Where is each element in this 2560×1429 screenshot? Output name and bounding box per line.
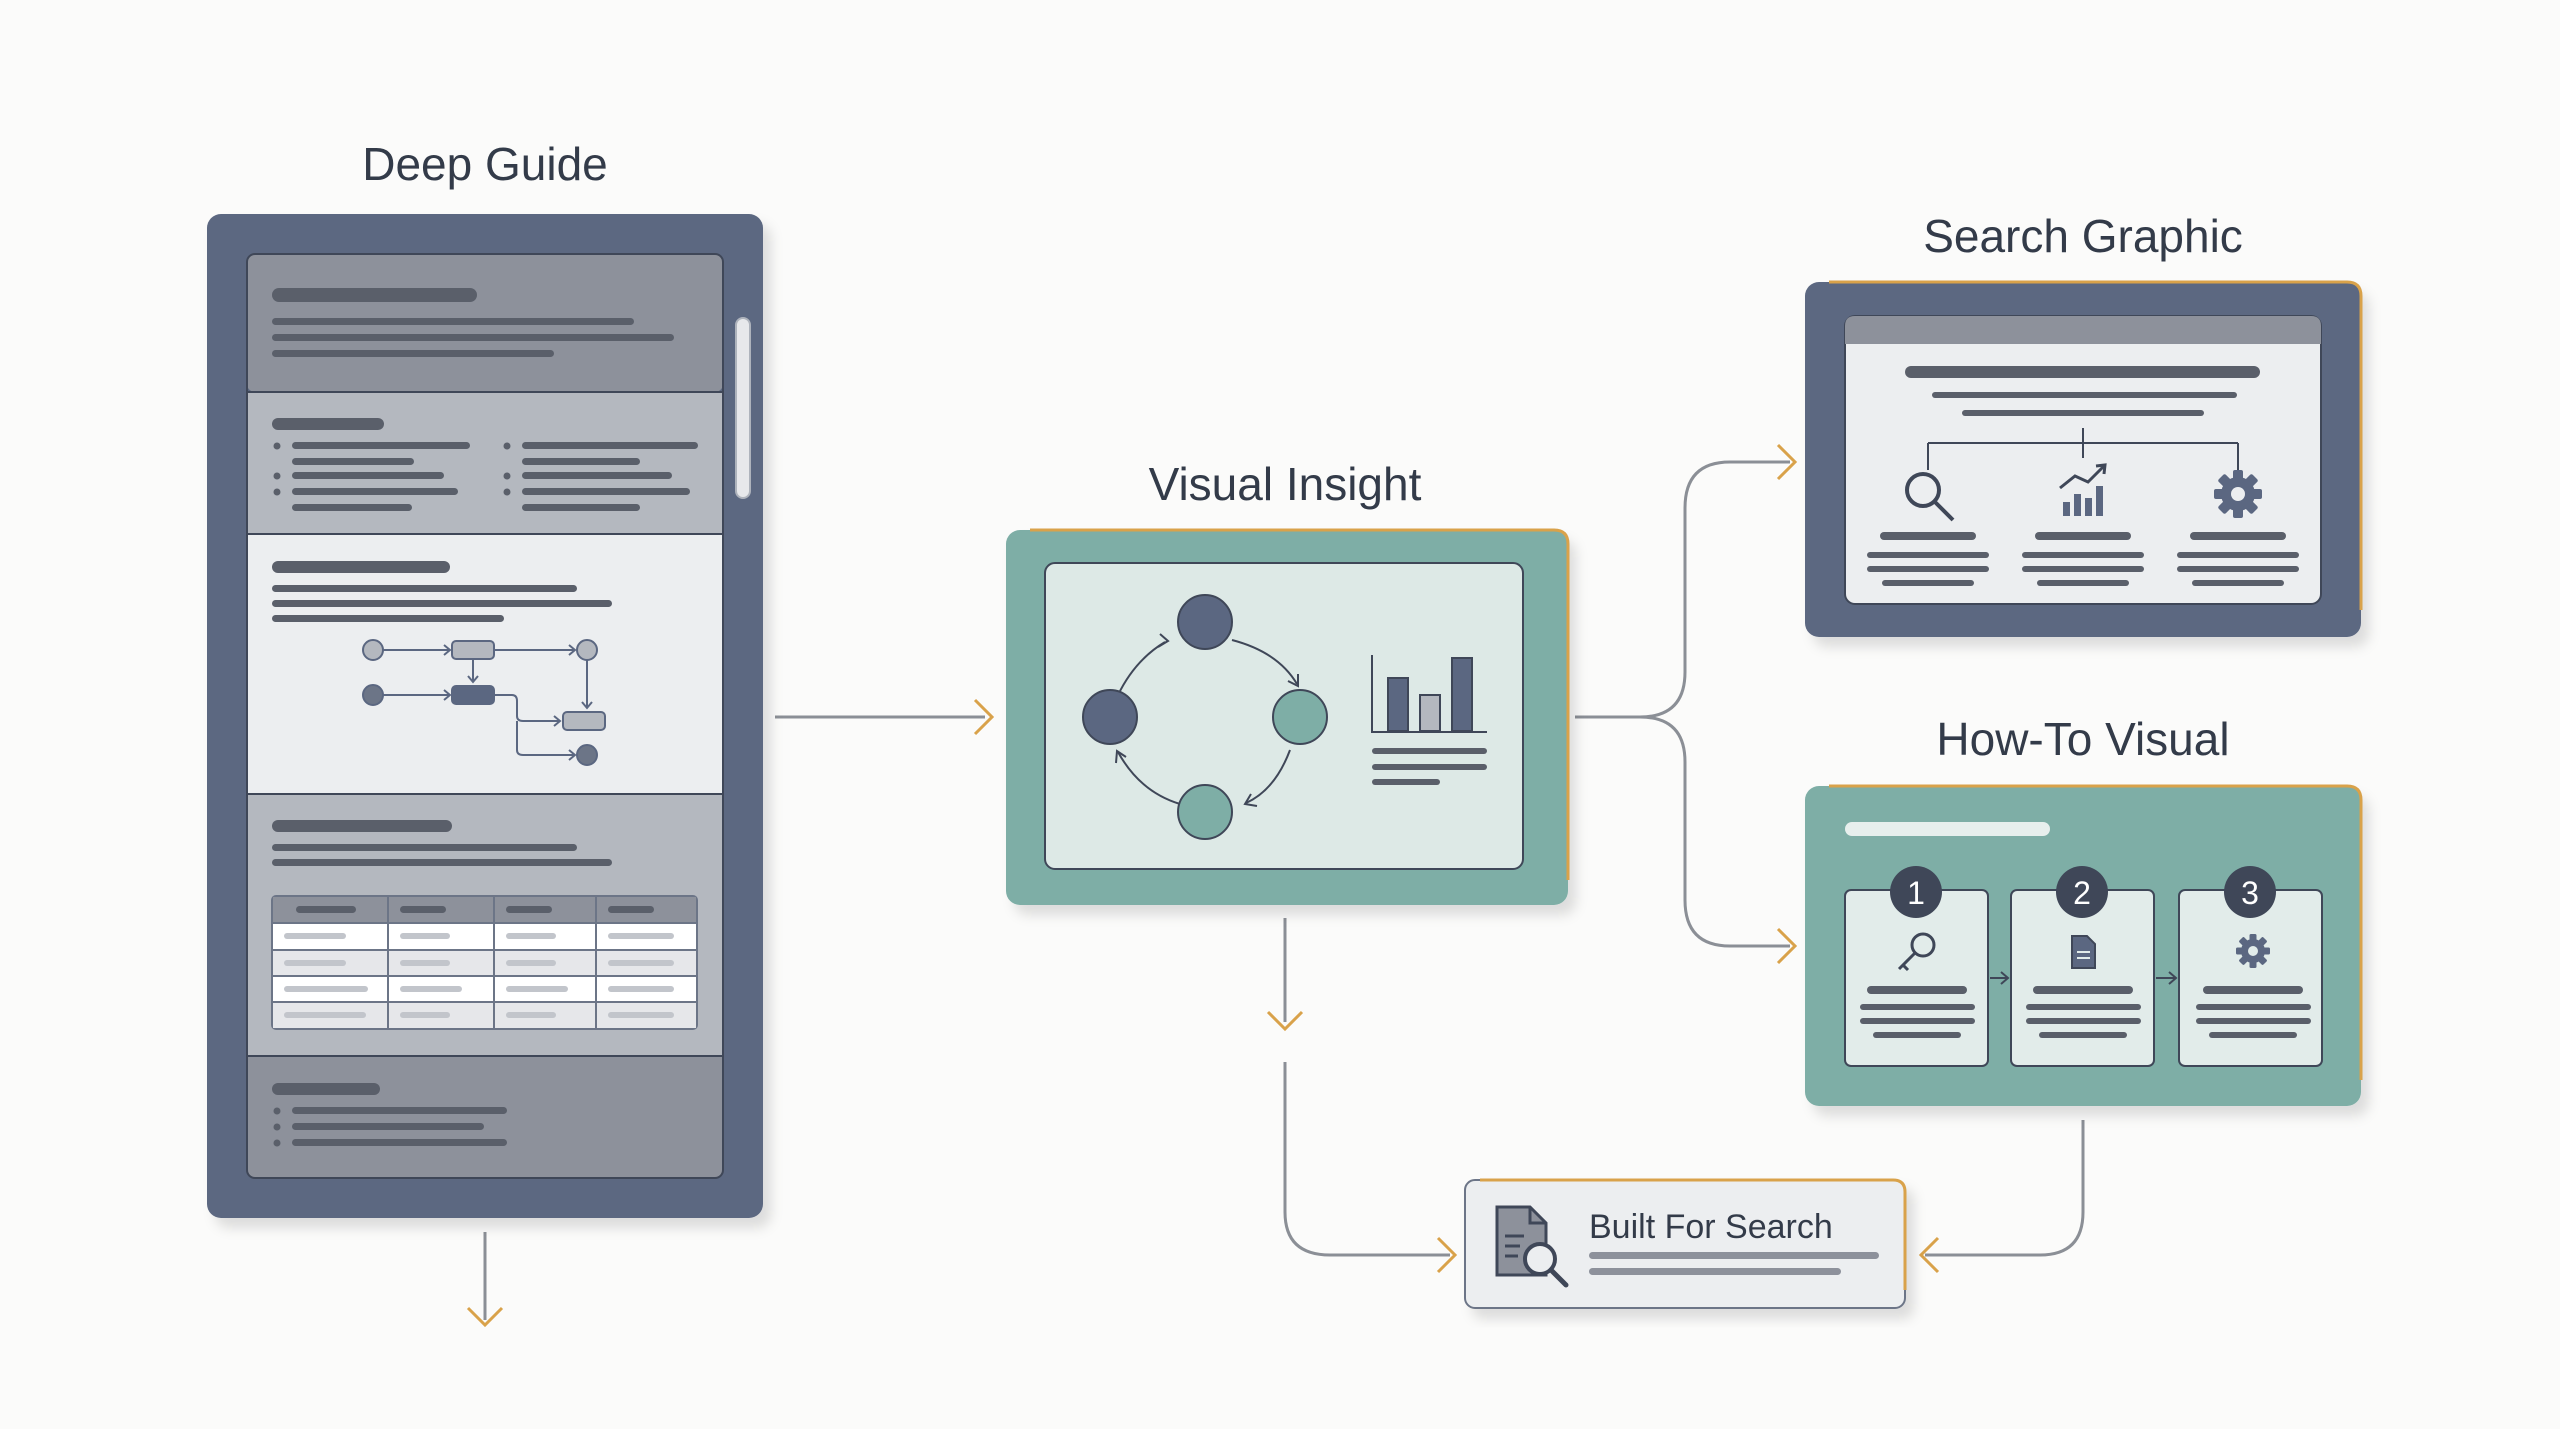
arrowhead-guide-down (466, 1306, 504, 1328)
gear-icon (2214, 470, 2262, 518)
connectors (466, 443, 2085, 1328)
howto-visual-title: How-To Visual (1936, 713, 2229, 765)
arrowhead-to-search-graphic (1776, 443, 1798, 481)
arrow-insight-to-built (1283, 1062, 1450, 1257)
step-card-2 (2010, 889, 2155, 1067)
bar-chart-icon (1371, 655, 1487, 785)
step-number: 1 (1907, 875, 1925, 911)
search-graphic-card (1805, 280, 2363, 637)
scrollbar-track[interactable] (735, 317, 751, 499)
built-for-search-card: Built For Search (1464, 1178, 1907, 1309)
arrowhead-into-built-right (1918, 1236, 1940, 1274)
step-badge-2: 2 (2056, 866, 2108, 918)
document-icon (2071, 935, 2096, 969)
deep-guide-title: Deep Guide (362, 138, 608, 190)
arrow-insight-branch (1575, 460, 1790, 719)
search-graphic-title: Search Graphic (1923, 210, 2243, 262)
step-number: 3 (2241, 875, 2259, 911)
mini-flowchart (362, 639, 606, 766)
step-card-3 (2178, 889, 2323, 1067)
deep-guide-card (207, 214, 763, 1218)
gear-icon (2236, 934, 2270, 968)
arrowhead-into-built-left (1436, 1236, 1458, 1274)
growth-chart-icon (2059, 463, 2107, 516)
howto-visual-card: 1 2 3 (1805, 784, 2363, 1106)
search-icon (1905, 472, 1955, 522)
arrowhead-guide-to-insight (973, 698, 995, 736)
cycle-diagram (1082, 594, 1328, 840)
step-card-1 (1844, 889, 1989, 1067)
arrow-insight-branch-lower (1639, 715, 1790, 948)
arrow-howto-to-built (1925, 1120, 2085, 1257)
document-search-icon (1495, 1205, 1569, 1288)
visual-insight-card (1006, 528, 1570, 905)
step-badge-1: 1 (1890, 866, 1942, 918)
built-for-search-label: Built For Search (1589, 1208, 1833, 1246)
key-icon (1897, 932, 1936, 972)
arrowhead-to-howto (1776, 927, 1798, 965)
step-number: 2 (2073, 875, 2091, 911)
mini-table (271, 895, 698, 1030)
arrowhead-insight-down (1266, 1010, 1304, 1032)
step-badge-3: 3 (2224, 866, 2276, 918)
deep-guide-page (246, 253, 724, 1179)
visual-insight-title: Visual Insight (1149, 458, 1422, 510)
